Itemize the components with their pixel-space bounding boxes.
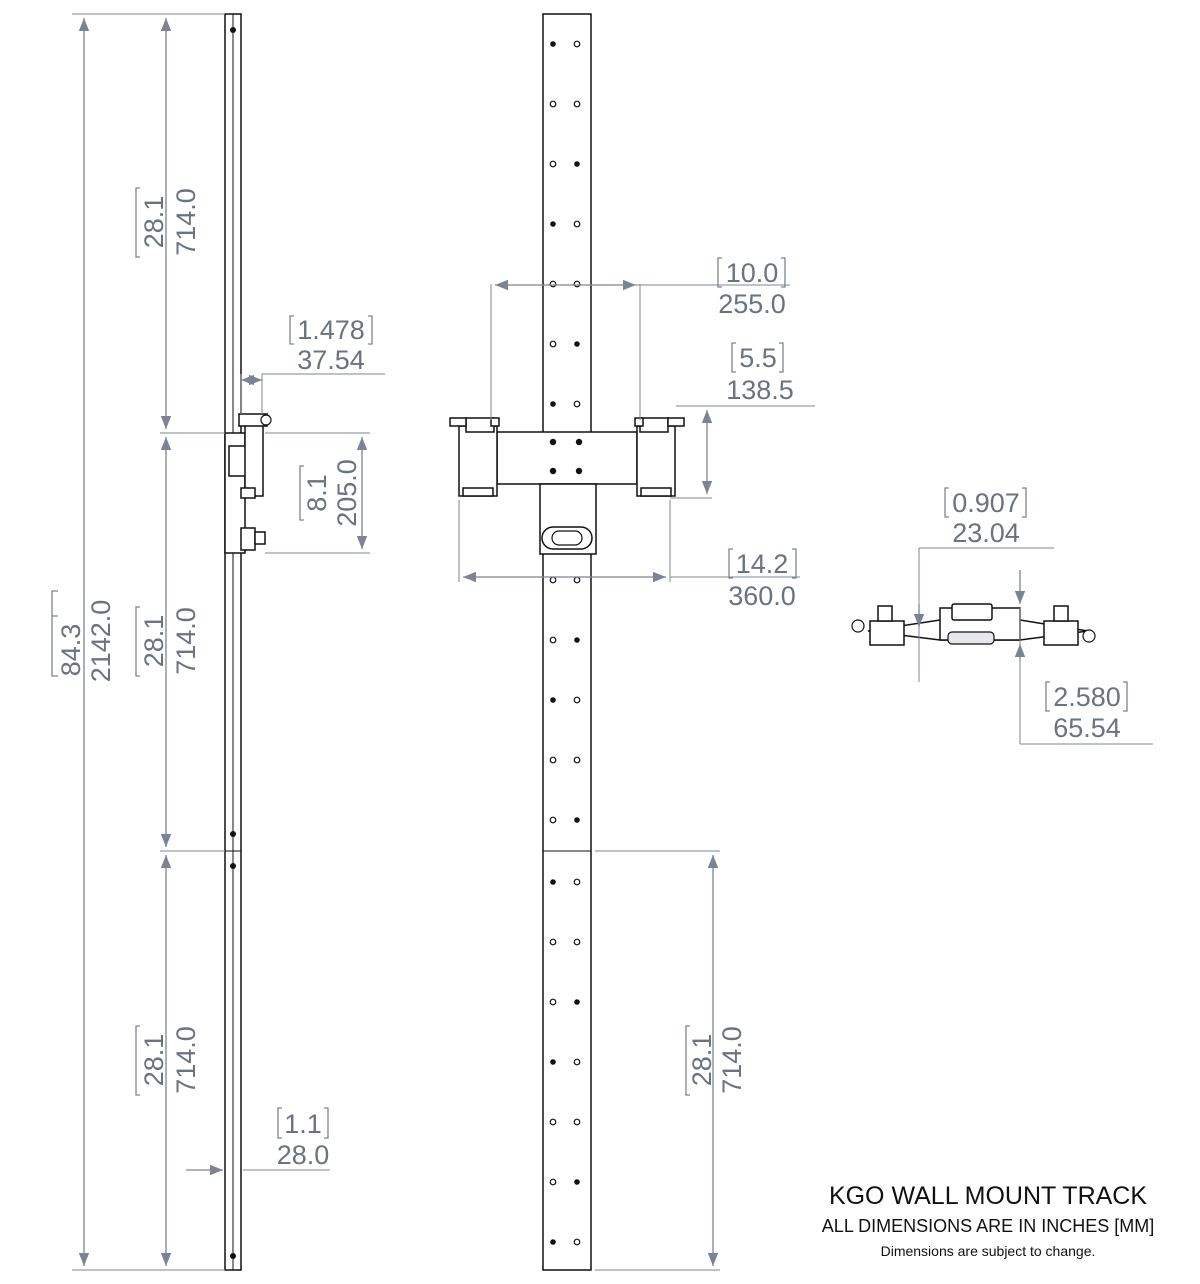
front-track-hole xyxy=(573,220,581,228)
front-track-hole xyxy=(573,1238,581,1246)
dim-arm-span-outer-inches: 14.2 xyxy=(736,549,789,579)
front-track-hole xyxy=(549,756,557,764)
dim-middle-section-inches: 28.1 xyxy=(139,615,169,668)
dim-front-bottom-section-inches: 28.1 xyxy=(687,1034,717,1087)
dim-track-thickness-label: 1.1 28.0 xyxy=(277,1107,330,1170)
front-carriage xyxy=(449,417,685,555)
dim-top-section-mm: 714.0 xyxy=(171,188,201,256)
front-view: 10.0 255.0 5.5 138.5 14.2 360.0 28.1 714… xyxy=(449,13,815,1271)
dim-clamp-height-inches: 5.5 xyxy=(739,343,777,373)
front-track-hole xyxy=(573,1118,581,1126)
front-track-hole xyxy=(573,40,581,48)
dim-carriage-depth-leader xyxy=(261,373,385,414)
dim-middle-section-mm: 714.0 xyxy=(171,607,201,675)
front-track-hole xyxy=(549,160,557,168)
front-track-hole xyxy=(573,938,581,946)
dim-arm-span-outer-label: 14.2 360.0 xyxy=(728,548,797,611)
disclaimer-note: Dimensions are subject to change. xyxy=(881,1243,1096,1259)
front-track-hole xyxy=(549,998,557,1006)
front-track-hole xyxy=(550,1059,556,1065)
dim-top-view-depth-inches: 2.580 xyxy=(1053,682,1121,712)
front-track-hole xyxy=(573,878,581,886)
front-track-hole xyxy=(550,697,556,703)
dim-overall-height-mm: 2142.0 xyxy=(86,600,116,683)
front-track-hole xyxy=(573,756,581,764)
front-track-hole xyxy=(550,221,556,227)
front-track-hole xyxy=(574,817,580,823)
dim-arm-span-inner-mm: 255.0 xyxy=(718,289,786,319)
title-block: KGO WALL MOUNT TRACK ALL DIMENSIONS ARE … xyxy=(822,1182,1154,1259)
dim-track-thickness-mm: 28.0 xyxy=(277,1140,330,1170)
dim-overall-height-label: 84.3 2142.0 xyxy=(51,590,116,683)
drawing-title: KGO WALL MOUNT TRACK xyxy=(829,1182,1147,1210)
dim-track-thickness-inches: 1.1 xyxy=(284,1109,322,1139)
dim-clamp-height-label: 5.5 138.5 xyxy=(726,342,794,405)
dim-arm-span-inner-inches: 10.0 xyxy=(726,258,779,288)
dim-bottom-section-label: 28.1 714.0 xyxy=(135,1025,201,1096)
front-track-hole xyxy=(550,879,556,885)
dim-overall-height-inches: 84.3 xyxy=(56,624,86,677)
dim-top-section-label: 28.1 714.0 xyxy=(135,187,201,258)
front-track-hole xyxy=(549,938,557,946)
front-track-hole xyxy=(573,1058,581,1066)
dim-front-bottom-section-mm: 714.0 xyxy=(717,1026,747,1094)
dim-arm-span-inner-label: 10.0 255.0 xyxy=(717,257,786,319)
dim-top-view-offset-mm: 23.04 xyxy=(952,518,1020,548)
dim-carriage-depth-label: 1.478 37.54 xyxy=(289,315,373,375)
front-track-hole xyxy=(550,41,556,47)
front-track-hole xyxy=(549,100,557,108)
units-note: ALL DIMENSIONS ARE IN INCHES [MM] xyxy=(822,1216,1154,1236)
front-track-hole xyxy=(549,1118,557,1126)
side-carriage xyxy=(224,413,272,554)
front-track-hole xyxy=(550,1239,556,1245)
side-track-hole xyxy=(230,831,236,837)
dim-top-view-depth-mm: 65.54 xyxy=(1053,713,1121,743)
dim-carriage-depth-inches: 1.478 xyxy=(297,315,365,345)
front-track-hole xyxy=(574,341,580,347)
front-track-hole xyxy=(549,816,557,824)
front-track-hole xyxy=(549,636,557,644)
dim-clamp-height-mm: 138.5 xyxy=(726,375,794,405)
front-track-hole xyxy=(549,280,557,288)
side-track-hole xyxy=(230,27,236,33)
dim-top-section-inches: 28.1 xyxy=(139,196,169,249)
front-track-hole xyxy=(574,1179,580,1185)
side-view: 84.3 2142.0 28.1 714.0 28.1 714.0 28.1 7… xyxy=(51,13,385,1271)
dim-front-bottom-section-label: 28.1 714.0 xyxy=(685,1025,747,1096)
front-track-hole xyxy=(574,637,580,643)
dim-carriage-height-inches: 8.1 xyxy=(302,474,332,512)
front-track-hole xyxy=(574,999,580,1005)
front-track-hole xyxy=(549,1178,557,1186)
dim-bottom-section-inches: 28.1 xyxy=(139,1034,169,1087)
dim-top-view-depth-label: 2.580 65.54 xyxy=(1045,681,1128,743)
dim-carriage-height-mm: 205.0 xyxy=(332,459,362,527)
front-track xyxy=(542,13,592,1271)
dim-middle-section-label: 28.1 714.0 xyxy=(135,606,201,677)
front-track-hole xyxy=(574,161,580,167)
front-track-hole xyxy=(573,576,581,584)
dim-bottom-section-mm: 714.0 xyxy=(171,1026,201,1094)
side-track-hole xyxy=(230,863,236,869)
dim-top-view-offset-inches: 0.907 xyxy=(952,488,1020,518)
front-track-hole xyxy=(573,400,581,408)
dim-carriage-depth-mm: 37.54 xyxy=(297,345,365,375)
dim-arm-span-outer-mm: 360.0 xyxy=(728,581,796,611)
front-track-hole xyxy=(550,401,556,407)
front-track-hole xyxy=(549,576,557,584)
front-track-hole xyxy=(573,696,581,704)
front-track-hole xyxy=(573,100,581,108)
top-view: 0.907 23.04 2.580 65.54 xyxy=(851,487,1153,745)
front-track-hole xyxy=(549,340,557,348)
side-track-hole xyxy=(230,1253,236,1259)
dim-carriage-height-label: 8.1 205.0 xyxy=(299,459,362,527)
dim-top-view-offset-label: 0.907 23.04 xyxy=(944,487,1027,548)
front-track-hole xyxy=(573,280,581,288)
